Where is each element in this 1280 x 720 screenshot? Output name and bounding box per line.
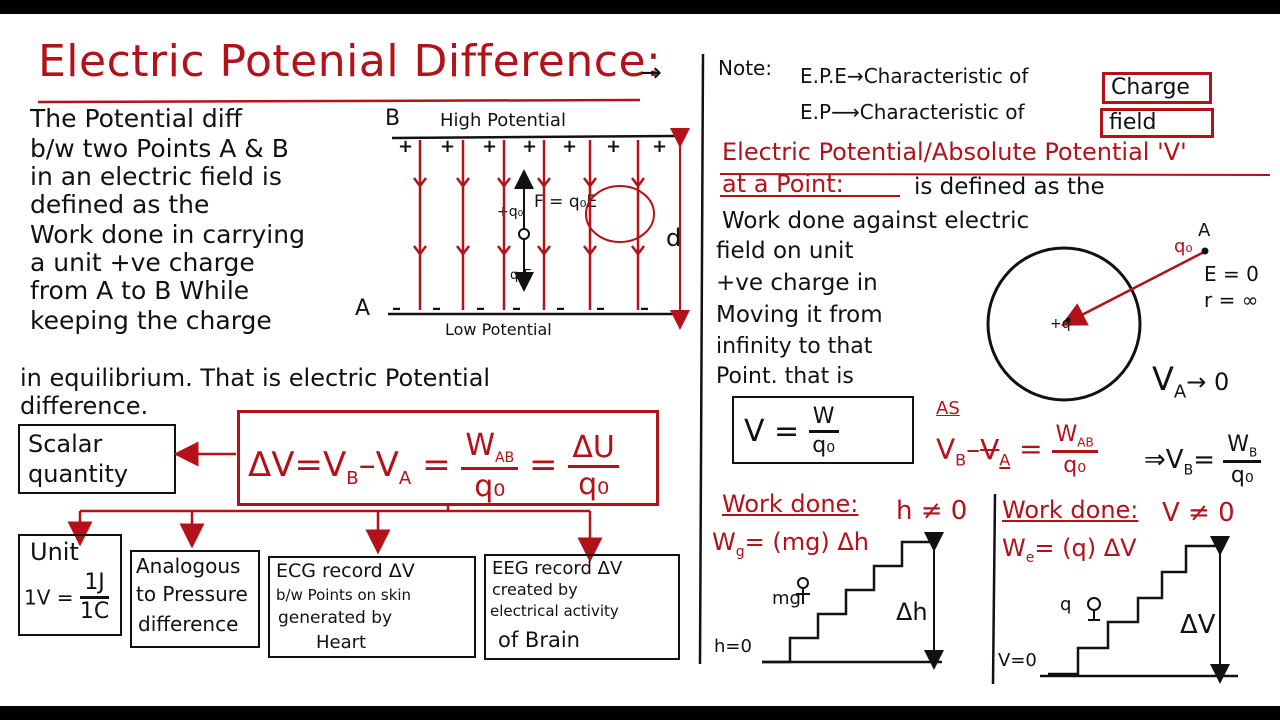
point-a-label: A — [1198, 220, 1211, 241]
absolute-text-line: Point. that is — [716, 364, 854, 389]
plus-charge-sign: + — [440, 136, 456, 157]
minus-charge-sign: – — [596, 298, 605, 319]
plate-b-label: B — [385, 106, 401, 131]
field-arrowhead — [497, 177, 511, 189]
field-arrowhead — [456, 245, 470, 257]
test-charge-label: q₀ — [1174, 236, 1193, 257]
e-zero-label: E = 0 — [1204, 262, 1259, 286]
work-gravity-condition: h ≠ 0 — [896, 496, 968, 526]
field-arrowhead — [583, 177, 597, 189]
eeg-box: EEG record ΔV created by electrical acti… — [484, 554, 680, 660]
minus-charge-sign: – — [640, 298, 649, 319]
definition-text: The Potential diff b/w two Points A & B … — [30, 104, 380, 424]
force-label: F = q₀E — [534, 192, 598, 212]
absolute-text-line: Moving it from — [716, 302, 883, 328]
minus-charge-sign: – — [556, 298, 565, 319]
charge-box: Charge — [1102, 72, 1212, 104]
minus-charge-sign: – — [512, 298, 521, 319]
minus-charge-sign: – — [476, 298, 485, 319]
plus-charge-sign: + — [398, 136, 414, 157]
plate-a-label: A — [355, 296, 371, 321]
analogous-box: Analogous to Pressure difference — [130, 550, 260, 648]
definition-line: in an electric field is — [30, 162, 282, 191]
definition-line: from A to B While — [30, 276, 250, 305]
plus-charge-sign: + — [562, 136, 578, 157]
page-title: Electric Potenial Difference: — [38, 36, 662, 87]
scalar-quantity-box: Scalar quantity — [18, 424, 176, 494]
notes-page: Electric Potenial Difference: → The Pote… — [0, 14, 1280, 706]
at-a-point-heading: at a Point: — [722, 170, 844, 198]
field-arrowhead — [583, 245, 597, 257]
definition-line: The Potential diff — [30, 104, 242, 133]
field-arrowhead — [497, 245, 511, 257]
ecg-box: ECG record ΔV b/w Points on skin generat… — [268, 556, 476, 658]
definition-line: keeping the charge — [30, 306, 272, 335]
delta-v-label: ΔV — [1180, 610, 1216, 640]
work-gravity-heading: Work done: — [722, 490, 859, 518]
charge-on-stair-label: q — [1060, 594, 1072, 615]
field-arrowhead — [631, 245, 645, 257]
definition-line: in equilibrium. That is electric Potenti… — [20, 364, 491, 392]
plus-charge-sign: + — [606, 136, 622, 157]
plus-charge-sign: + — [652, 136, 668, 157]
note-line-epe: E.P.E→Characteristic of — [800, 64, 1029, 88]
definition-line: Work done in carrying — [30, 220, 305, 249]
absolute-text-line: field on unit — [716, 238, 854, 264]
point-charge-diagram — [986, 246, 1209, 402]
minus-charge-sign: – — [392, 298, 401, 319]
plus-charge-sign: + — [482, 136, 498, 157]
field-arrowhead — [413, 245, 427, 257]
plus-charge-sign: + — [522, 136, 538, 157]
work-electric-condition: V ≠ 0 — [1162, 498, 1235, 528]
va-to-zero-label: VA→ 0 — [1152, 360, 1230, 403]
formula-connectors — [67, 441, 603, 563]
absolute-text-line: +ve charge in — [716, 270, 878, 296]
staircase-diagrams — [762, 532, 1238, 684]
note-line-ep: E.P⟶Characteristic of — [800, 100, 1025, 124]
definition-line: difference. — [20, 392, 149, 420]
field-arrowhead — [631, 177, 645, 189]
absolute-potential-heading: Electric Potential/Absolute Potential 'V… — [722, 138, 1187, 166]
field-arrowhead — [537, 177, 551, 189]
h-zero-label: h=0 — [714, 636, 752, 657]
low-potential-label: Low Potential — [445, 320, 552, 339]
field-arrowhead — [537, 245, 551, 257]
high-potential-label: High Potential — [440, 110, 566, 131]
field-diagram — [388, 128, 690, 330]
definition-line: b/w two Points A & B — [30, 134, 289, 163]
source-charge-label: +q — [1050, 316, 1071, 332]
absolute-text-line: infinity to that — [716, 334, 873, 359]
note-label: Note: — [718, 56, 773, 80]
work-gravity-formula: Wg= (mg) Δh — [712, 528, 869, 560]
absolute-text-line: is defined as the — [914, 174, 1105, 200]
page-lines — [37, 53, 1271, 685]
definition-line: a unit +ve charge — [30, 248, 255, 277]
delta-h-label: Δh — [896, 598, 928, 626]
field-arrowhead — [413, 177, 427, 189]
as-label: AS — [936, 398, 960, 419]
field-arrowhead — [456, 177, 470, 189]
title-arrow: → — [640, 58, 662, 88]
v-zero-label: V=0 — [998, 650, 1037, 671]
definition-line: defined as the — [30, 190, 210, 219]
mass-label: mg — [772, 588, 801, 609]
field-box: field — [1100, 108, 1214, 138]
work-electric-formula: We= (q) ΔV — [1002, 534, 1137, 566]
minus-charge-sign: – — [432, 298, 441, 319]
r-infinity-label: r = ∞ — [1204, 288, 1259, 312]
work-electric-heading: Work done: — [1002, 496, 1139, 524]
absolute-text-line: Work done against electric — [722, 208, 1030, 234]
